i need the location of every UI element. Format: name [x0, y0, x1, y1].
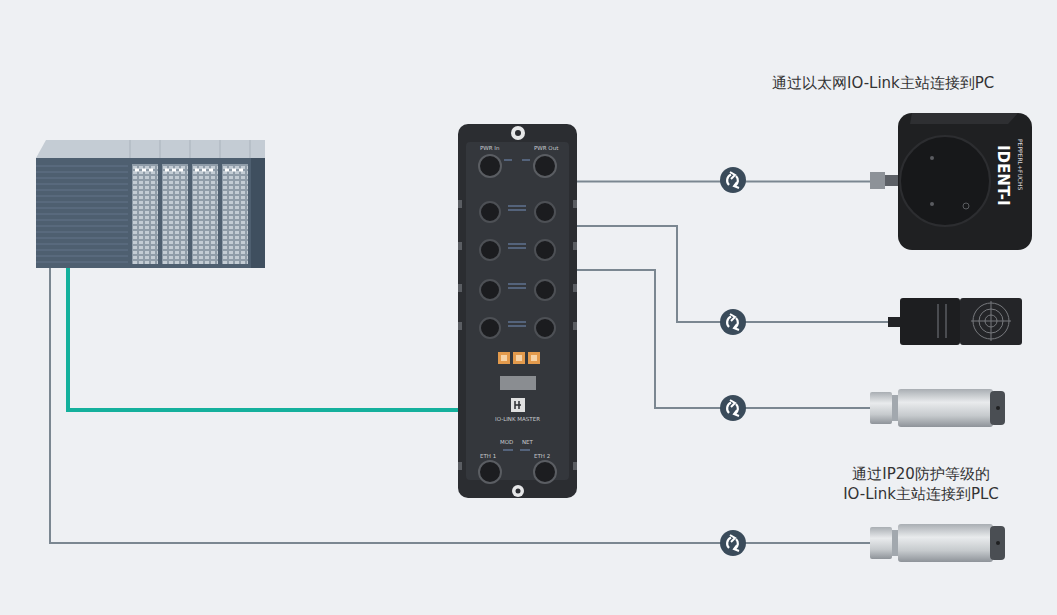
plc-front — [36, 158, 265, 268]
power-port — [479, 155, 501, 177]
led-label: NET — [522, 440, 533, 446]
reader-bevel — [910, 113, 1018, 124]
sensor-body — [898, 524, 993, 562]
plc-module — [222, 164, 248, 264]
product-name: IDENT-I — [995, 145, 1010, 206]
sensor-ring — [892, 530, 898, 556]
io-port — [480, 240, 500, 260]
plc-side — [251, 158, 265, 268]
rfid-reader: 通过以太网IO-Link主站连接到PCPEPPERL+FUCHSIDENT-I — [870, 113, 1032, 250]
mount-tab — [512, 485, 524, 497]
ethernet-wire — [68, 268, 458, 410]
face-mark — [930, 156, 934, 160]
mount-hole — [515, 130, 521, 136]
sensor-led — [996, 541, 1000, 545]
ethernet-port — [534, 461, 556, 483]
power-port — [534, 155, 556, 177]
io-link-icon — [720, 395, 746, 421]
sensor-led — [996, 406, 1000, 410]
brand-logo-mark — [515, 401, 521, 409]
io-port — [535, 202, 555, 222]
sensor-cap — [990, 526, 1005, 560]
brand-logo — [511, 398, 525, 412]
master-panel — [466, 142, 569, 480]
sensor-body — [898, 389, 993, 427]
plc-module — [132, 164, 158, 264]
connector-nut — [885, 175, 899, 186]
plc-vents — [36, 166, 128, 262]
rotary-switch — [528, 352, 540, 364]
caption-text: 通过以太网IO-Link主站连接到PC — [772, 73, 994, 93]
io-link-icon — [720, 309, 746, 335]
plc-edge — [190, 140, 191, 158]
plc-edge — [130, 140, 131, 158]
label-plate — [500, 376, 536, 390]
cylindrical-sensor — [870, 524, 1005, 562]
io-port — [480, 280, 500, 300]
ethernet-port — [479, 461, 501, 483]
plc-rack — [36, 140, 265, 268]
status-leds — [503, 449, 530, 451]
master-housing — [458, 124, 577, 498]
port-label: PWR In — [480, 146, 499, 152]
side-notches — [458, 200, 577, 470]
device-name: IO-LINK MASTER — [458, 417, 577, 423]
sensor-connector — [870, 527, 892, 559]
status-leds — [504, 160, 530, 326]
reader-housing — [898, 113, 1032, 250]
port-label: PWR Out — [534, 146, 558, 152]
cable-connector — [888, 317, 900, 327]
port-label: ETH 1 — [480, 454, 496, 460]
io-port — [535, 280, 555, 300]
io-link-icon — [720, 167, 746, 193]
rfid-reader-small — [888, 298, 1022, 345]
plc-module — [162, 164, 188, 264]
io-port — [480, 202, 500, 222]
plc-edge — [160, 140, 161, 158]
cylindrical-sensor — [870, 389, 1005, 427]
face-mark — [963, 203, 969, 209]
cable-connector — [870, 172, 885, 189]
plc-top — [36, 140, 265, 158]
io-link-wire — [577, 226, 890, 322]
rotary-switch — [498, 352, 510, 364]
io-link-icon — [720, 530, 746, 556]
housing-print — [938, 304, 946, 338]
mount-tab — [511, 126, 525, 140]
plc-edge — [250, 140, 251, 158]
led-label: MOD — [500, 440, 513, 446]
switch-knob — [516, 355, 522, 361]
mount-hole — [516, 489, 521, 494]
sensor-connector — [870, 392, 892, 424]
switch-knob — [531, 355, 537, 361]
brand-text: PEPPERL+FUCHS — [1017, 139, 1023, 190]
face-mark — [930, 202, 934, 206]
plc-module — [192, 164, 218, 264]
io-link-wire — [577, 270, 870, 408]
sensor-ring — [892, 395, 898, 421]
io-link-master-body — [458, 124, 577, 498]
io-link-master: PWR In PWR OutIO-LINK MASTER MOD NET ETH 1 ET… — [458, 124, 577, 498]
rfid-reader-large — [870, 113, 1032, 250]
cylindrical-sensor: 通过IP20防护等级的 IO-Link主站连接到PLC — [870, 524, 1005, 564]
plc-leds — [135, 169, 243, 172]
reader-face — [960, 298, 1022, 345]
port-label: ETH 2 — [534, 454, 550, 460]
caption-text: 通过IP20防护等级的 IO-Link主站连接到PLC — [843, 464, 999, 504]
target-cross — [971, 301, 1011, 341]
io-port — [535, 240, 555, 260]
switch-knob — [501, 355, 507, 361]
io-port — [535, 318, 555, 338]
plc-edge — [220, 140, 221, 158]
reader-face — [900, 136, 990, 226]
reader-housing — [900, 298, 960, 345]
io-port — [480, 318, 500, 338]
rotary-switch — [513, 352, 525, 364]
sensor-cap — [990, 391, 1005, 425]
